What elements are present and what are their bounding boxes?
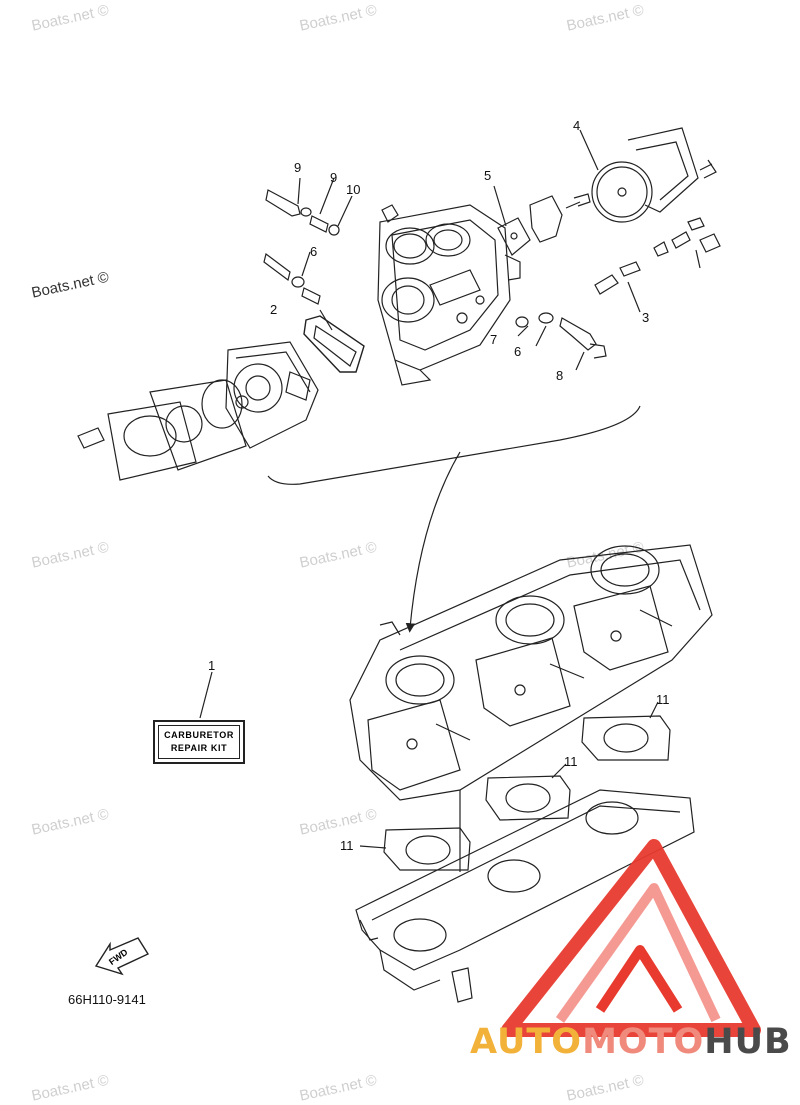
cover-screw [77, 427, 105, 449]
manifold-bolt [451, 967, 473, 1003]
group-bracket [267, 405, 641, 485]
pump-gasket [149, 379, 247, 471]
pump-cover [529, 195, 563, 243]
o-ring [328, 224, 340, 236]
gasket [303, 315, 365, 373]
callout-6: 6 [310, 244, 318, 259]
manifold-gasket [581, 715, 671, 761]
adjusting-screw [559, 317, 597, 351]
callout-11: 11 [564, 754, 578, 769]
callout-3: 3 [642, 310, 650, 325]
bracket-part [497, 217, 531, 256]
washer [291, 276, 305, 288]
callout-8: 8 [556, 368, 564, 383]
carburetor-assembly [349, 544, 713, 801]
callout-11: 11 [656, 692, 670, 707]
diagram-code: 66H110-9141 [68, 992, 146, 1007]
assembly-arrow [405, 451, 461, 633]
pump-cover-plate [107, 401, 197, 481]
callout-5: 5 [484, 168, 492, 183]
callout-11: 11 [340, 838, 354, 853]
automotohub-logo-icon [501, 839, 761, 1037]
brand-part-auto: AUTO [470, 1022, 583, 1062]
spring [538, 312, 554, 324]
carburetor-body-exploded [377, 204, 521, 386]
throttle-screw [263, 252, 291, 282]
callout-9: 9 [294, 160, 302, 175]
manifold-gasket [383, 827, 471, 871]
fwd-arrow-icon [94, 937, 150, 976]
washer [300, 207, 312, 217]
spring [301, 287, 321, 305]
diaphragm-assembly [591, 127, 717, 223]
brand-part-moto: MOTO [582, 1022, 705, 1062]
callout-1: 1 [208, 658, 216, 673]
callout-6: 6 [514, 344, 522, 359]
callout-4: 4 [573, 118, 581, 133]
fitting-set [594, 217, 721, 295]
intake-manifold [355, 789, 695, 991]
carburetor-repair-kit-label: CARBURETOR REPAIR KIT [153, 720, 245, 764]
manifold-gasket [485, 775, 571, 821]
o-ring [515, 316, 529, 328]
kit-label-line2: REPAIR KIT [170, 743, 228, 753]
fuel-pump-body [201, 341, 319, 449]
pilot-screw [265, 189, 301, 217]
kit-label-line1: CARBURETOR [164, 730, 234, 740]
callout-10: 10 [346, 182, 361, 197]
automotohub-brand: AUTOMOTOHUB [470, 1022, 792, 1062]
callout-7: 7 [490, 332, 498, 347]
spring [309, 215, 329, 233]
callout-2: 2 [270, 302, 278, 317]
brand-part-hub: HUB [704, 1022, 792, 1062]
callout-9: 9 [330, 170, 338, 185]
